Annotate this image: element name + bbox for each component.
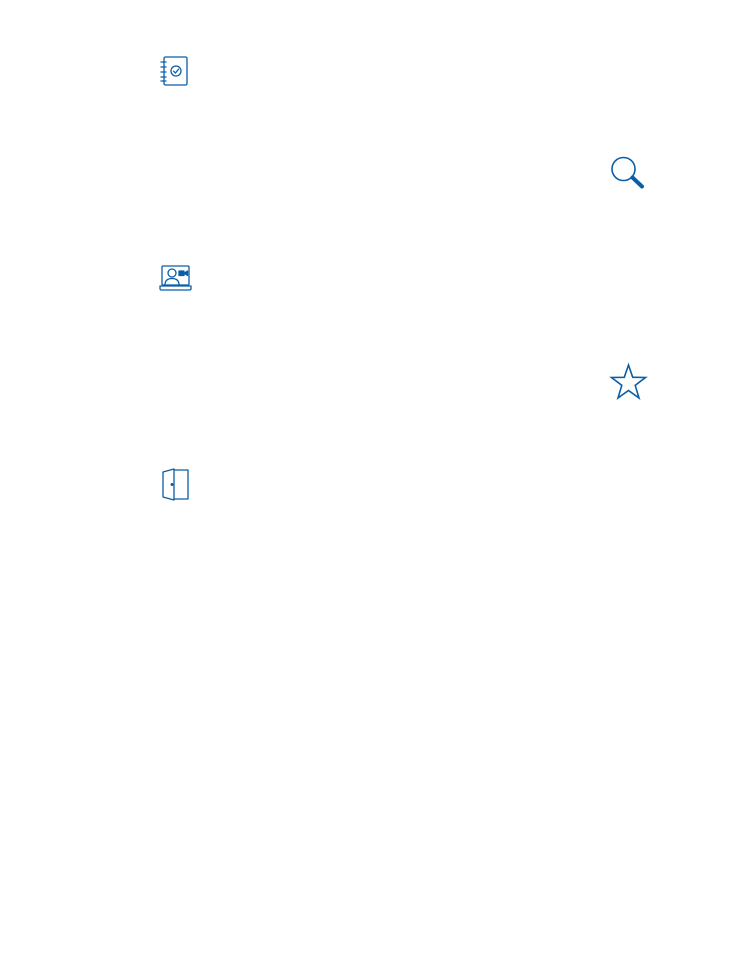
door-icon bbox=[161, 468, 191, 501]
video-call-laptop-icon bbox=[159, 265, 192, 291]
star-icon bbox=[610, 364, 647, 400]
notebook-check-icon bbox=[160, 56, 188, 86]
search-icon bbox=[610, 156, 645, 189]
